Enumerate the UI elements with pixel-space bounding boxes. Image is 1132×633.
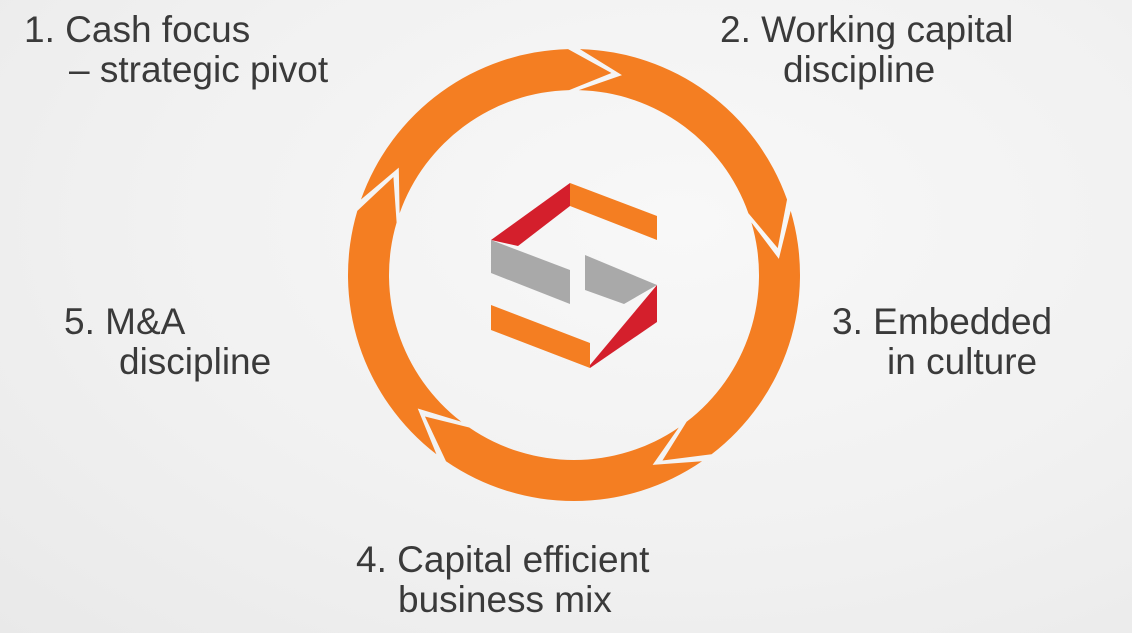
logo-red-upper [491, 183, 570, 246]
cycle-arcs [348, 49, 800, 501]
company-logo-icon [491, 183, 657, 368]
step-1-label: 1. Cash focus – strategic pivot [24, 9, 329, 90]
logo-top-orange [570, 183, 657, 240]
step-3-label: 3. Embedded in culture [832, 301, 1053, 382]
cycle-arc-step-5 [360, 49, 612, 214]
cycle-arc-step-4 [348, 176, 462, 455]
step-5-label: 5. M&A discipline [64, 301, 272, 382]
cycle-arc-step-1 [578, 49, 788, 249]
logo-bottom-orange [491, 305, 590, 368]
logo-red-lower [590, 285, 657, 368]
step-4-label: 4. Capital efficient business mix [356, 539, 650, 620]
logo-gray-right [585, 255, 657, 304]
logo-gray-left [491, 240, 570, 304]
cycle-arc-step-2 [662, 210, 800, 461]
step-2-label: 2. Working capital discipline [720, 9, 1014, 90]
cycle-arc-step-3 [424, 416, 703, 501]
